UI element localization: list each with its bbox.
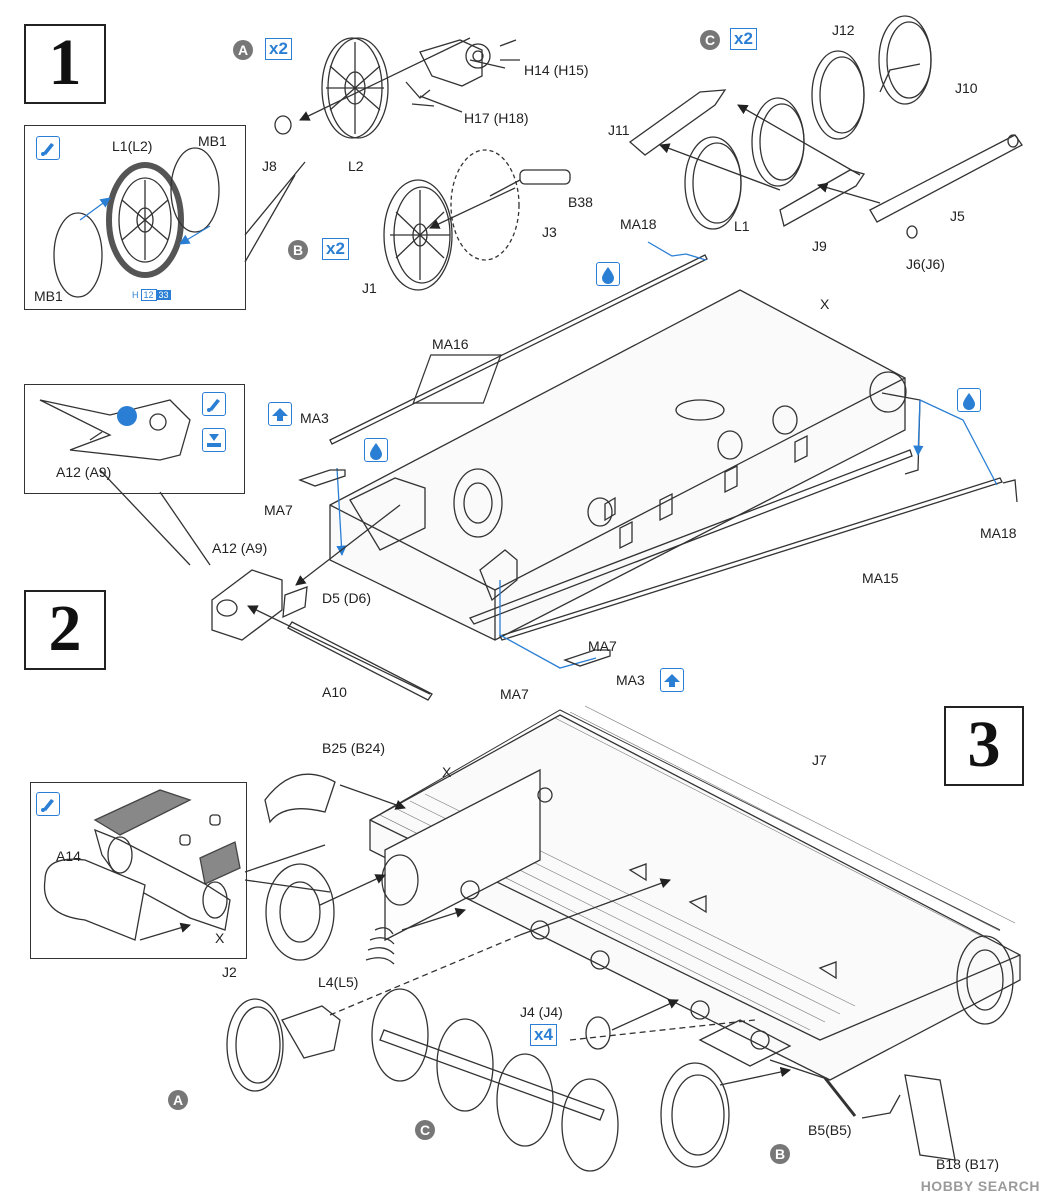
cement-drop-icon xyxy=(957,388,981,412)
step1-wheel-b xyxy=(383,149,571,291)
step-1-number: 1 xyxy=(24,24,106,104)
glue-icon xyxy=(36,792,60,816)
step2-inset-art xyxy=(39,399,191,461)
callout-c-step3: C xyxy=(415,1120,435,1140)
part-label-ma18-top: MA18 xyxy=(620,216,657,232)
cement-drop-icon xyxy=(364,438,388,462)
part-label-j12: J12 xyxy=(832,22,855,38)
part-label-ma16: MA16 xyxy=(432,336,469,352)
part-label-a14: A14 xyxy=(56,848,81,864)
part-label-b5: B5(B5) xyxy=(808,1122,852,1138)
part-label-j6: J6(J6) xyxy=(906,256,945,272)
part-label-j1: J1 xyxy=(362,280,377,296)
part-label-ma7-r2: MA7 xyxy=(500,686,529,702)
inset-step1-tire xyxy=(24,125,246,310)
glue-icon xyxy=(202,392,226,416)
part-label-h14: H14 (H15) xyxy=(524,62,589,78)
part-label-l1: L1 xyxy=(734,218,750,234)
multiplier-c: x2 xyxy=(730,28,757,50)
part-label-j5: J5 xyxy=(950,208,965,224)
part-label-h17: H17 (H18) xyxy=(464,110,529,126)
part-label-j4: J4 (J4) xyxy=(520,1004,563,1020)
step3-chassis xyxy=(226,705,1021,1172)
multiplier-a: x2 xyxy=(265,38,292,60)
part-label-j8: J8 xyxy=(262,158,277,174)
part-label-d5: D5 (D6) xyxy=(322,590,372,606)
part-label-b38: B38 xyxy=(568,194,593,210)
callout-a-step3: A xyxy=(168,1090,188,1110)
part-label-ma3-right: MA3 xyxy=(616,672,645,688)
step-3-number: 3 xyxy=(944,706,1024,786)
glue-icon xyxy=(36,136,60,160)
part-label-b18: B18 (B17) xyxy=(936,1156,1000,1172)
part-label-ma7-r1: MA7 xyxy=(588,638,617,654)
part-label-a10: A10 xyxy=(322,684,347,700)
paint-code-b: 33 xyxy=(156,290,171,300)
part-label-j11: J11 xyxy=(608,122,630,138)
part-label-a12-main: A12 (A9) xyxy=(212,540,268,556)
step1-wheel-c xyxy=(628,15,1023,239)
part-label-l4: L4(L5) xyxy=(318,974,359,990)
up-arrow-icon xyxy=(660,668,684,692)
step1-inset-art xyxy=(53,147,306,298)
part-label-mb1-bottom: MB1 xyxy=(34,288,63,304)
part-label-ma3-left: MA3 xyxy=(300,410,329,426)
cement-drop-icon xyxy=(596,262,620,286)
part-label-x-step2: X xyxy=(820,296,830,312)
part-label-l1l2: L1(L2) xyxy=(112,138,153,154)
step2-hull xyxy=(99,241,1018,701)
multiplier-b: x2 xyxy=(322,238,349,260)
part-label-x-step3: X xyxy=(442,764,452,780)
watermark: HOBBY SEARCH xyxy=(920,1178,1040,1194)
callout-c-step1: C xyxy=(700,30,720,50)
step3-inset-art xyxy=(43,789,331,941)
paint-code-h: H xyxy=(132,290,139,300)
part-label-a12-inset: A12 (A9) xyxy=(56,464,112,480)
up-arrow-icon xyxy=(268,402,292,426)
paint-code-a: 12 xyxy=(140,289,157,301)
part-label-mb1-top: MB1 xyxy=(198,133,227,149)
part-label-x-inset: X xyxy=(215,930,225,946)
part-label-j2: J2 xyxy=(222,964,237,980)
multiplier-j4: x4 xyxy=(530,1024,557,1046)
part-label-ma15: MA15 xyxy=(862,570,899,586)
press-fit-icon xyxy=(202,428,226,452)
step-2-number: 2 xyxy=(24,590,106,670)
inset-step3-a14 xyxy=(30,782,247,959)
part-label-j3: J3 xyxy=(542,224,557,240)
step1-wheel-a xyxy=(274,37,520,139)
part-label-b25: B25 (B24) xyxy=(322,740,386,756)
callout-b-step3: B xyxy=(770,1144,790,1164)
part-label-j9: J9 xyxy=(812,238,827,254)
part-label-j7: J7 xyxy=(812,752,827,768)
part-label-j10: J10 xyxy=(955,80,978,96)
part-label-ma7-left: MA7 xyxy=(264,502,293,518)
callout-b-step1: B xyxy=(288,240,308,260)
inset-step2-a12 xyxy=(24,384,245,494)
part-label-ma18-right: MA18 xyxy=(980,525,1017,541)
callout-a-step1: A xyxy=(233,40,253,60)
part-label-l2: L2 xyxy=(348,158,364,174)
